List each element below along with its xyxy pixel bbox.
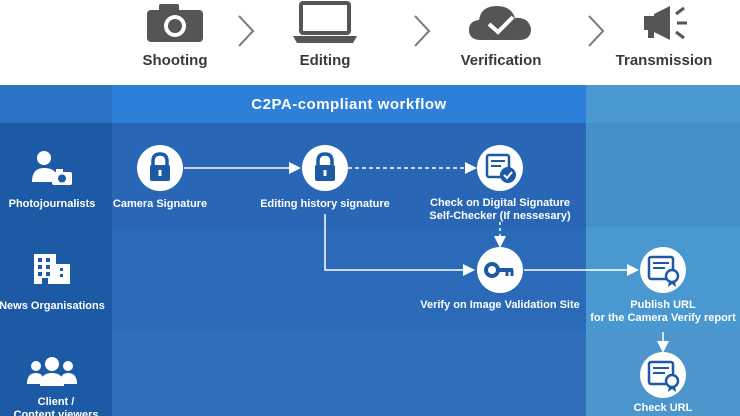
chevron-right-icon xyxy=(588,15,605,47)
stage-transmission: Transmission xyxy=(594,0,734,84)
stage-label: Verification xyxy=(460,52,542,69)
camera-signature-label: Camera Signature xyxy=(112,198,208,210)
editing-signature-label: Editing history signature xyxy=(260,198,390,210)
lock-icon xyxy=(150,152,170,181)
chevron-right-icon xyxy=(414,15,431,47)
laptop-icon xyxy=(255,0,395,46)
arrow-editing-to-validation xyxy=(324,214,475,276)
stage-editing: Editing xyxy=(255,0,395,84)
camera-icon xyxy=(105,0,245,46)
publish-url-label: Publish URL for the Camera Verify report xyxy=(590,299,736,324)
transmission-column-row xyxy=(586,123,740,227)
stage-label: Shooting xyxy=(142,52,208,69)
validation-site-node xyxy=(477,247,523,293)
lock-icon xyxy=(315,152,335,181)
self-checker-label: Check on Digital Signature Self-Checker … xyxy=(429,197,571,222)
group-icon xyxy=(27,357,77,386)
certificate-icon xyxy=(647,360,680,392)
editing-signature-node xyxy=(302,145,348,191)
check-url-node xyxy=(640,352,686,398)
certificate-check-icon xyxy=(485,153,516,183)
role-clients: Client / Content viewers xyxy=(13,396,99,416)
stage-label: Transmission xyxy=(615,52,713,69)
check-url-label: Check URL xyxy=(633,402,693,414)
role-column-header xyxy=(0,85,112,123)
megaphone-icon xyxy=(594,0,734,46)
building-icon xyxy=(34,254,70,284)
stage-verification: Verification xyxy=(431,0,571,84)
key-icon xyxy=(484,262,514,278)
publish-url-node xyxy=(640,247,686,293)
role-news-organisations: News Organisations xyxy=(0,300,105,312)
photographer-icon xyxy=(32,151,72,185)
camera-signature-node xyxy=(137,145,183,191)
stage-label: Editing xyxy=(299,52,351,69)
self-checker-node xyxy=(477,145,523,191)
cloud-check-icon xyxy=(431,0,571,46)
stage-shooting: Shooting xyxy=(105,0,245,84)
role-photojournalists: Photojournalists xyxy=(8,198,96,210)
chevron-right-icon xyxy=(238,15,255,47)
certificate-icon xyxy=(647,255,680,287)
workflow-title: C2PA-compliant workflow xyxy=(251,96,447,113)
validation-site-label: Verify on Image Validation Site xyxy=(420,299,580,311)
